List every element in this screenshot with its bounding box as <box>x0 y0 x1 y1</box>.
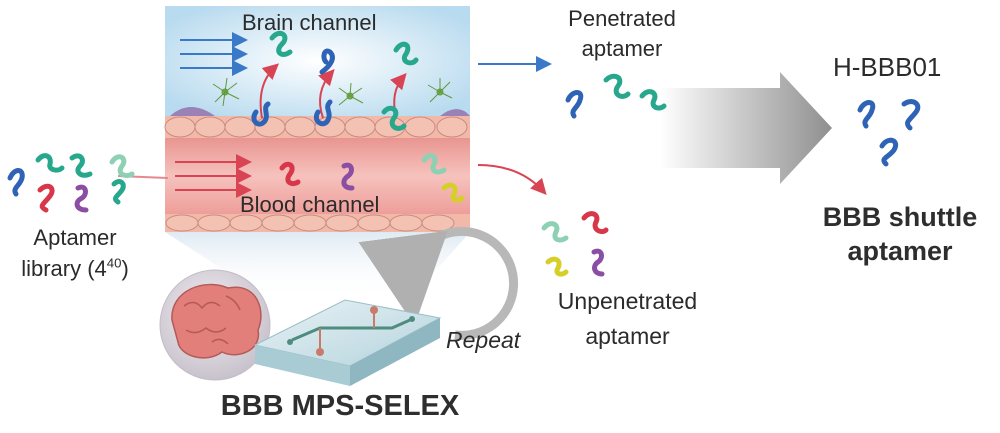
aptamer-icon <box>901 99 921 131</box>
blood-channel-label: Blood channel <box>240 192 380 217</box>
aptamer-icon <box>251 101 271 127</box>
microfluidic-chip-icon <box>253 299 442 386</box>
library-exponent: 40 <box>106 255 122 271</box>
library-prefix: library (4 <box>21 256 107 281</box>
library-line-2: library (440) <box>0 253 150 284</box>
hit-aptamer-name: H-BBB01 <box>833 52 942 82</box>
penetrated-aptamer-label: Penetrated aptamer <box>552 4 692 64</box>
aptamer-icon <box>37 183 55 213</box>
unpenetrated-aptamer-label: Unpenetrated aptamer <box>545 284 710 354</box>
brain-flow-arrows <box>180 32 248 76</box>
aptamer-group <box>7 30 921 277</box>
aptamer-icon <box>857 100 876 129</box>
unpenetrated-arrow <box>477 164 547 195</box>
penetrated-line-1: Penetrated <box>568 6 676 31</box>
result-line-2: aptamer <box>847 236 953 266</box>
aptamer-icon <box>69 153 93 178</box>
library-suffix: ) <box>121 256 129 281</box>
aptamer-icon <box>35 153 65 173</box>
aptamer-icon <box>879 137 898 167</box>
penetrated-line-2: aptamer <box>581 36 663 61</box>
aptamer-icon <box>565 90 584 119</box>
aptamer-icon <box>421 153 447 175</box>
aptamer-library-label: Aptamer library (440) <box>0 222 150 284</box>
astrocyte-icon <box>212 77 453 107</box>
aptamer-icon <box>279 161 301 187</box>
result-line-1: BBB shuttle <box>822 202 978 232</box>
aptamer-icon <box>591 248 605 277</box>
library-line-1: Aptamer <box>33 225 117 250</box>
aptamer-icon <box>381 105 407 131</box>
result-label: BBB shuttle aptamer <box>800 200 1000 268</box>
aptamer-icon <box>319 48 335 75</box>
aptamer-icon <box>603 73 631 99</box>
aptamer-icon <box>74 184 89 213</box>
aptamer-icon <box>545 256 569 277</box>
brain-channel-label: Brain channel <box>242 10 377 35</box>
aptamer-icon <box>581 211 609 235</box>
aptamer-icon <box>111 179 126 205</box>
aptamer-icon <box>269 30 293 57</box>
aptamer-icon <box>639 89 667 111</box>
brain-icon <box>159 269 271 381</box>
unpenetrated-line-2: aptamer <box>585 323 670 349</box>
large-gray-arrow-icon <box>660 72 832 184</box>
unpenetrated-line-1: Unpenetrated <box>557 288 698 314</box>
aptamer-icon <box>341 162 355 191</box>
aptamer-icon <box>541 221 569 243</box>
repeat-arrow-icon <box>358 226 519 340</box>
aptamer-icon <box>393 41 419 66</box>
aptamer-icon <box>7 168 25 197</box>
repeat-label: Repeat <box>446 327 521 353</box>
aptamer-icon <box>109 154 135 179</box>
method-title: BBB MPS-SELEX <box>220 390 460 422</box>
aptamer-icon <box>313 99 333 127</box>
aptamer-icon <box>441 182 465 203</box>
blood-channel <box>165 138 470 232</box>
blood-flow-arrows <box>175 154 252 198</box>
brain-channel <box>165 6 470 116</box>
